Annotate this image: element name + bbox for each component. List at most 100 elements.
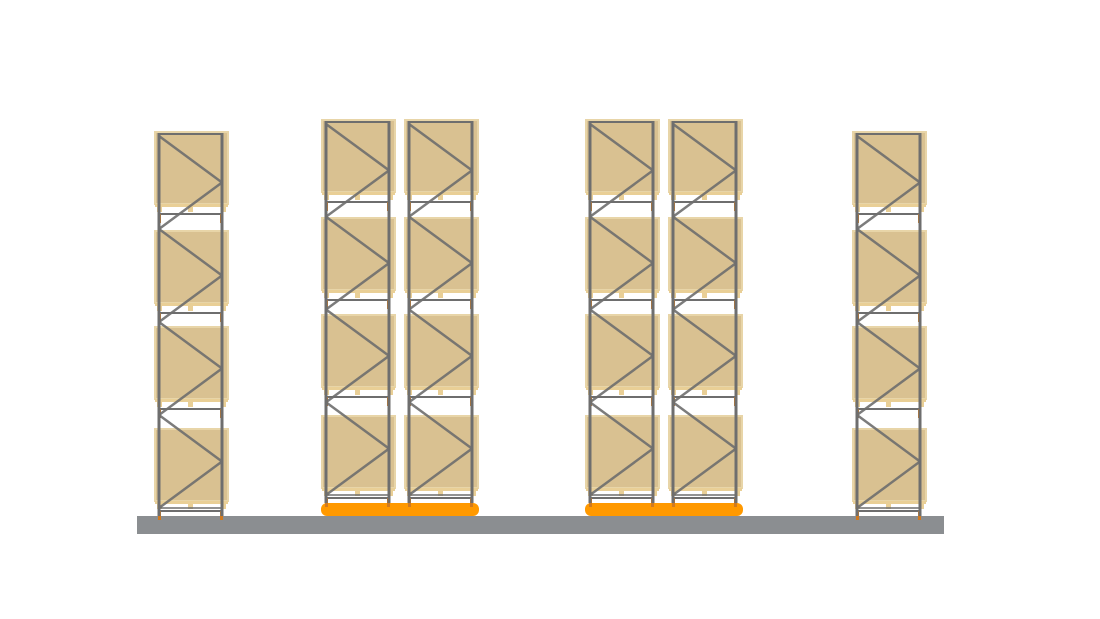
- pallet-block: [619, 491, 624, 496]
- rack-mobile: [668, 119, 743, 507]
- diagonal-brace: [325, 215, 390, 265]
- pallet-deck: [322, 290, 395, 293]
- pallet-block: [702, 390, 707, 395]
- pallet-load: [154, 131, 229, 205]
- pallet-block: [886, 306, 891, 311]
- diagonal-brace: [589, 354, 654, 404]
- diagonal-brace: [856, 134, 921, 184]
- diagonal-brace: [856, 367, 921, 417]
- diagonal-brace: [672, 354, 737, 404]
- pallet-deck: [405, 290, 478, 293]
- mobile-base: [585, 503, 743, 516]
- pallet-deck: [155, 303, 228, 306]
- diagonal-brace: [158, 320, 223, 370]
- pallet-load: [852, 326, 927, 400]
- pallet-block: [702, 195, 707, 200]
- diagonal-brace: [856, 274, 921, 324]
- diagonal-brace: [672, 447, 737, 497]
- rack-static: [154, 131, 229, 520]
- pallet-block: [886, 402, 891, 407]
- diagonal-brace: [325, 308, 390, 357]
- pallet-load: [668, 119, 743, 193]
- diagonal-brace: [672, 215, 737, 265]
- diagonal-brace: [589, 308, 654, 357]
- diagonal-brace: [408, 262, 473, 311]
- pallet-block: [438, 293, 443, 298]
- pallet-deck: [405, 387, 478, 390]
- pallet-block: [438, 390, 443, 395]
- pallet-block: [886, 504, 891, 509]
- diagonal-brace: [325, 122, 390, 172]
- pallet-deck: [669, 387, 742, 390]
- pallet-load: [404, 119, 479, 193]
- pallet-load: [321, 217, 396, 291]
- diagonal-brace: [325, 354, 390, 404]
- pallet-block: [438, 491, 443, 496]
- diagonal-brace: [325, 447, 390, 497]
- diagonal-brace: [856, 413, 921, 463]
- pallet-block: [702, 491, 707, 496]
- pallet-block: [886, 207, 891, 212]
- diagonal-brace: [672, 401, 737, 450]
- pallet-deck: [586, 387, 659, 390]
- diagonal-brace: [158, 227, 223, 277]
- floor: [137, 516, 944, 534]
- diagonal-brace: [856, 227, 921, 277]
- diagonal-brace: [672, 169, 737, 218]
- diagonal-brace: [589, 122, 654, 172]
- diagonal-brace: [408, 401, 473, 450]
- diagonal-brace: [325, 262, 390, 311]
- pallet-block: [355, 195, 360, 200]
- diagonal-brace: [856, 181, 921, 231]
- pallet-block: [619, 293, 624, 298]
- diagonal-brace: [589, 447, 654, 497]
- diagonal-brace: [325, 169, 390, 218]
- diagonal-brace: [408, 169, 473, 218]
- diagonal-brace: [589, 169, 654, 218]
- pallet-block: [619, 195, 624, 200]
- pallet-load: [321, 119, 396, 193]
- rack-mobile: [585, 119, 660, 507]
- diagonal-brace: [589, 215, 654, 265]
- diagonal-brace: [158, 134, 223, 184]
- pallet-block: [619, 390, 624, 395]
- pallet-load: [154, 230, 229, 304]
- pallet-block: [355, 390, 360, 395]
- pallet-load: [404, 217, 479, 291]
- pallet-load: [585, 119, 660, 193]
- pallet-deck: [853, 501, 926, 504]
- pallet-deck: [155, 501, 228, 504]
- rack-mobile: [404, 119, 479, 507]
- diagonal-brace: [672, 122, 737, 172]
- pallet-block: [188, 504, 193, 509]
- pallet-deck: [586, 290, 659, 293]
- pallet-block: [188, 402, 193, 407]
- diagonal-brace: [408, 447, 473, 497]
- diagonal-brace: [672, 308, 737, 357]
- rack-mobile: [321, 119, 396, 507]
- pallet-deck: [322, 387, 395, 390]
- diagonal-brace: [856, 460, 921, 510]
- pallet-block: [355, 293, 360, 298]
- pallet-load: [852, 230, 927, 304]
- pallet-deck: [155, 399, 228, 402]
- diagonal-brace: [158, 413, 223, 463]
- rack-static: [852, 131, 927, 520]
- mobile-base: [321, 503, 479, 516]
- pallet-block: [702, 293, 707, 298]
- pallet-deck: [669, 290, 742, 293]
- pallet-block: [188, 207, 193, 212]
- pallet-deck: [586, 488, 659, 491]
- diagonal-brace: [408, 122, 473, 172]
- pallet-deck: [853, 303, 926, 306]
- diagonal-brace: [408, 354, 473, 404]
- pallet-load: [154, 326, 229, 400]
- pallet-load: [585, 217, 660, 291]
- diagonal-brace: [589, 401, 654, 450]
- pallet-deck: [405, 488, 478, 491]
- pallet-block: [438, 195, 443, 200]
- pallet-load: [668, 217, 743, 291]
- pallet-deck: [853, 399, 926, 402]
- diagonal-brace: [408, 215, 473, 265]
- pallet-block: [355, 491, 360, 496]
